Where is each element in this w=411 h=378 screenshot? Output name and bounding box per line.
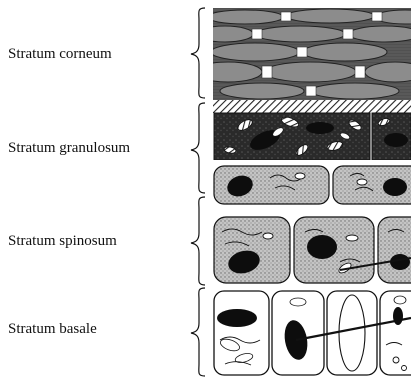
label-stratum-granulosum: Stratum granulosum [8,140,130,156]
tissue-illustration [194,8,411,375]
layer-braces [191,8,205,376]
brace-corneum [191,8,205,98]
granulosum-layer [213,100,411,204]
brace-basale [191,288,205,376]
label-stratum-basale: Stratum basale [8,321,97,337]
brace-spinosum [191,197,205,285]
corneum-layer [194,8,411,100]
brace-granulosum [191,103,205,193]
basale-layer [213,284,411,375]
label-stratum-spinosum: Stratum spinosum [8,233,117,249]
label-stratum-corneum: Stratum corneum [8,46,112,62]
spinosum-layer [213,205,411,283]
